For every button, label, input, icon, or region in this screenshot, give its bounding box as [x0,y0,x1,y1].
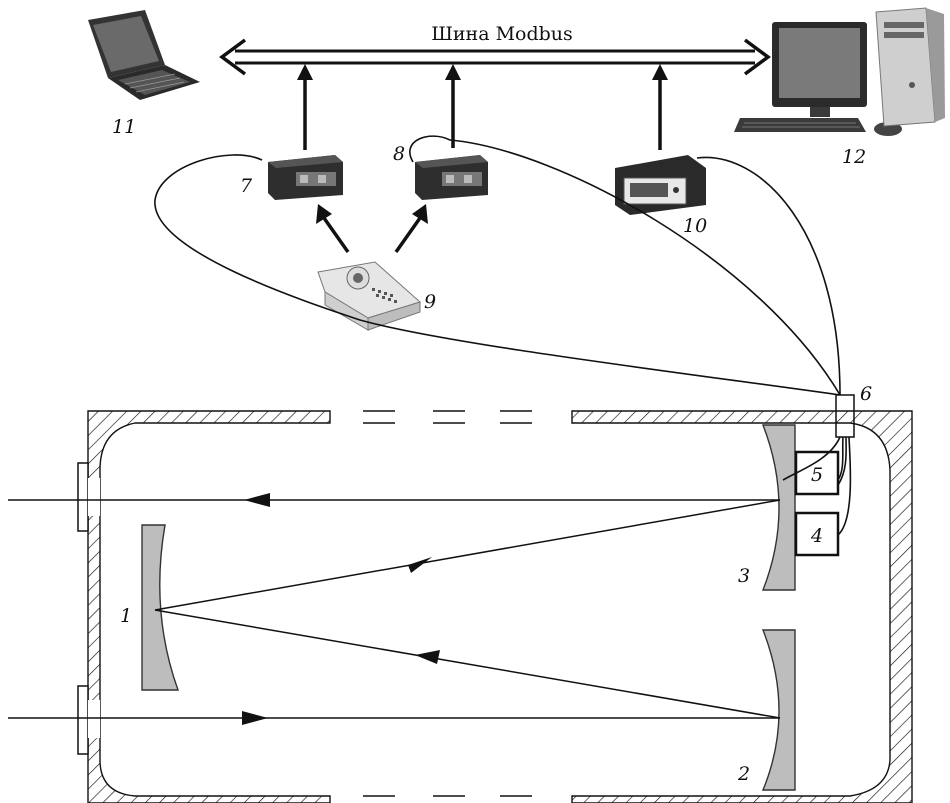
laptop-icon [88,10,200,100]
label-1: 1 [120,605,132,627]
desktop-pc-icon [734,7,945,136]
mirror-1 [141,524,179,691]
mirror-3 [761,424,796,591]
mirror-2 [761,629,796,791]
controller-7-icon [268,155,343,200]
label-7: 7 [240,175,253,197]
sensor-wires [782,436,852,536]
label-5: 5 [811,464,823,486]
label-3: 3 [738,565,750,587]
label-9: 9 [424,291,436,313]
label-6: 6 [860,383,872,405]
chamber-wall [87,410,913,803]
label-4: 4 [810,525,823,547]
label-8: 8 [393,143,405,165]
indicator-10-icon [615,155,706,215]
bus-title: Шина Modbus [431,23,573,45]
label-11: 11 [112,116,136,138]
sensor-4 [794,511,840,557]
label-10: 10 [683,215,707,237]
power-supply-9-icon [317,261,421,331]
controller-8-icon [415,155,488,200]
bus-arrows [297,64,668,150]
modbus-bus: Шина Modbus [219,22,771,76]
label-12: 12 [842,146,866,168]
windows [77,462,100,755]
label-2: 2 [737,763,750,785]
optical-rays [8,493,781,725]
power-arrows [316,204,428,254]
sensor-5 [794,450,840,496]
wires [154,135,841,396]
